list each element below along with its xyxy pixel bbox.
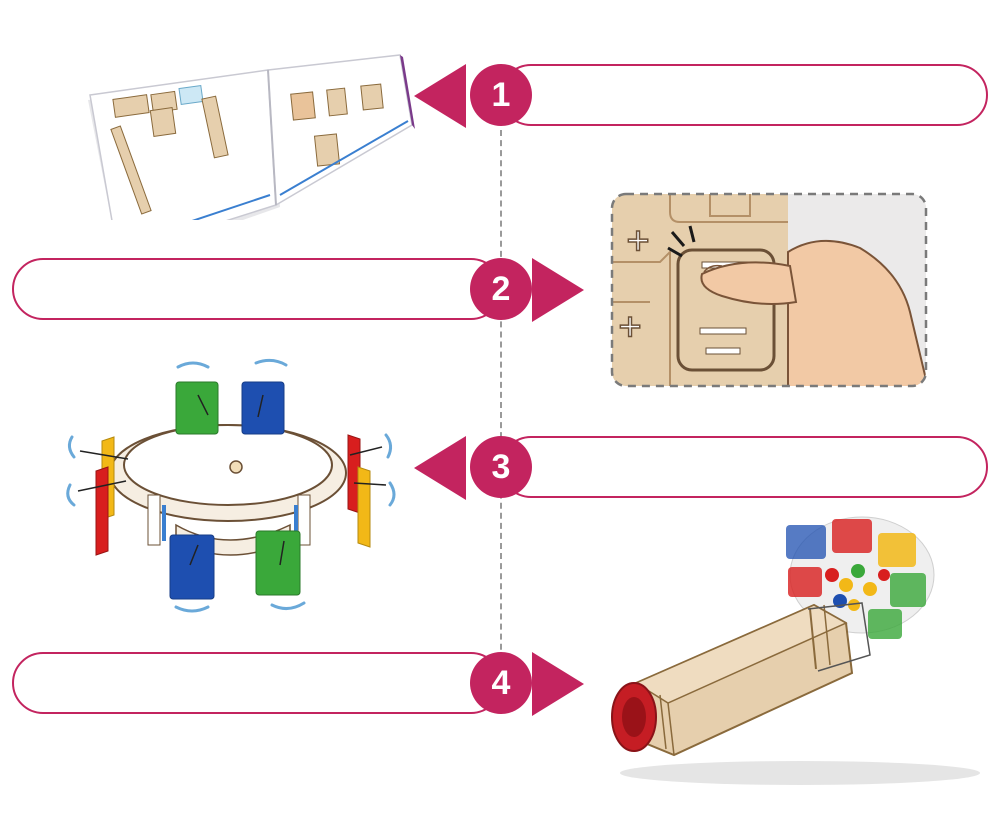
step-3-number: 3 bbox=[491, 447, 511, 486]
step-1-arrow bbox=[414, 64, 466, 128]
step-2-arrow bbox=[532, 258, 584, 322]
step-4-arrow bbox=[532, 652, 584, 716]
step-1-number: 1 bbox=[491, 75, 511, 114]
step-1-badge: 1 bbox=[470, 64, 532, 126]
step-2-badge: 2 bbox=[470, 258, 532, 320]
step-1-bar bbox=[500, 64, 988, 126]
step-4-number: 4 bbox=[491, 663, 511, 702]
step-2-bar bbox=[12, 258, 502, 320]
svg-text:+: + bbox=[626, 219, 649, 263]
step-3-arrow bbox=[414, 436, 466, 500]
step-2-number: 2 bbox=[491, 269, 511, 308]
kaleidoscope-icon bbox=[611, 516, 980, 785]
wheel-assembly-icon bbox=[66, 358, 396, 613]
step-3-bar bbox=[500, 436, 988, 498]
press-fit-puzzle-icon: + + bbox=[610, 192, 928, 388]
connector-line bbox=[500, 130, 502, 690]
step-4-badge: 4 bbox=[470, 652, 532, 714]
step-4-bar bbox=[12, 652, 502, 714]
svg-text:+: + bbox=[618, 305, 641, 349]
instruction-booklet-icon bbox=[88, 54, 415, 220]
step-3-badge: 3 bbox=[470, 436, 532, 498]
